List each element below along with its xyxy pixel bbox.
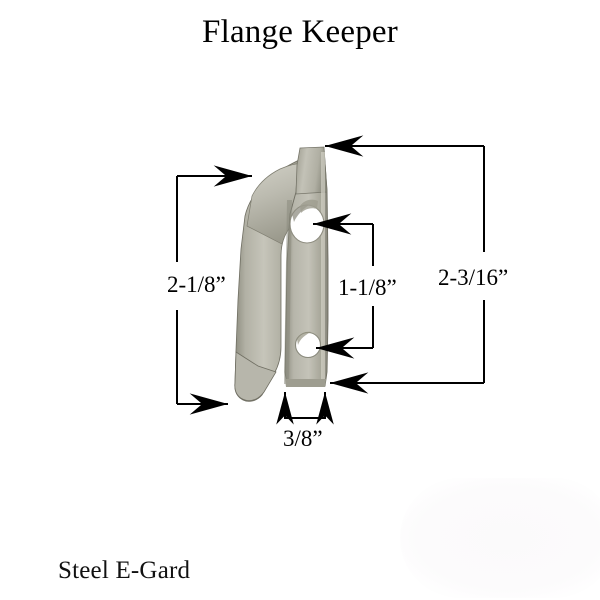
lower-hole-shadow — [297, 331, 311, 345]
upper-hole-shadow — [292, 204, 309, 222]
flange-keeper-part — [234, 146, 329, 402]
upper-hole-notch — [300, 199, 318, 213]
product-caption: Steel E-Gard — [58, 557, 191, 584]
dimension-label-base-width: 3/8” — [283, 426, 323, 451]
page-title: Flange Keeper — [202, 14, 398, 50]
plate-shadow-groove — [284, 200, 292, 384]
dimension-label-overall-height: 2-1/8” — [167, 272, 226, 297]
plate-top-tab — [295, 146, 328, 195]
hook-tip — [234, 351, 277, 401]
plate-edge-highlight — [321, 152, 325, 384]
dimension-label-overall-length: 2-3/16” — [438, 265, 509, 290]
dimension-annotations — [176, 135, 485, 425]
plate-bottom-edge — [285, 379, 326, 387]
background-blob — [400, 478, 600, 598]
dimension-label-hole-spacing: 1-1/8” — [338, 275, 397, 300]
